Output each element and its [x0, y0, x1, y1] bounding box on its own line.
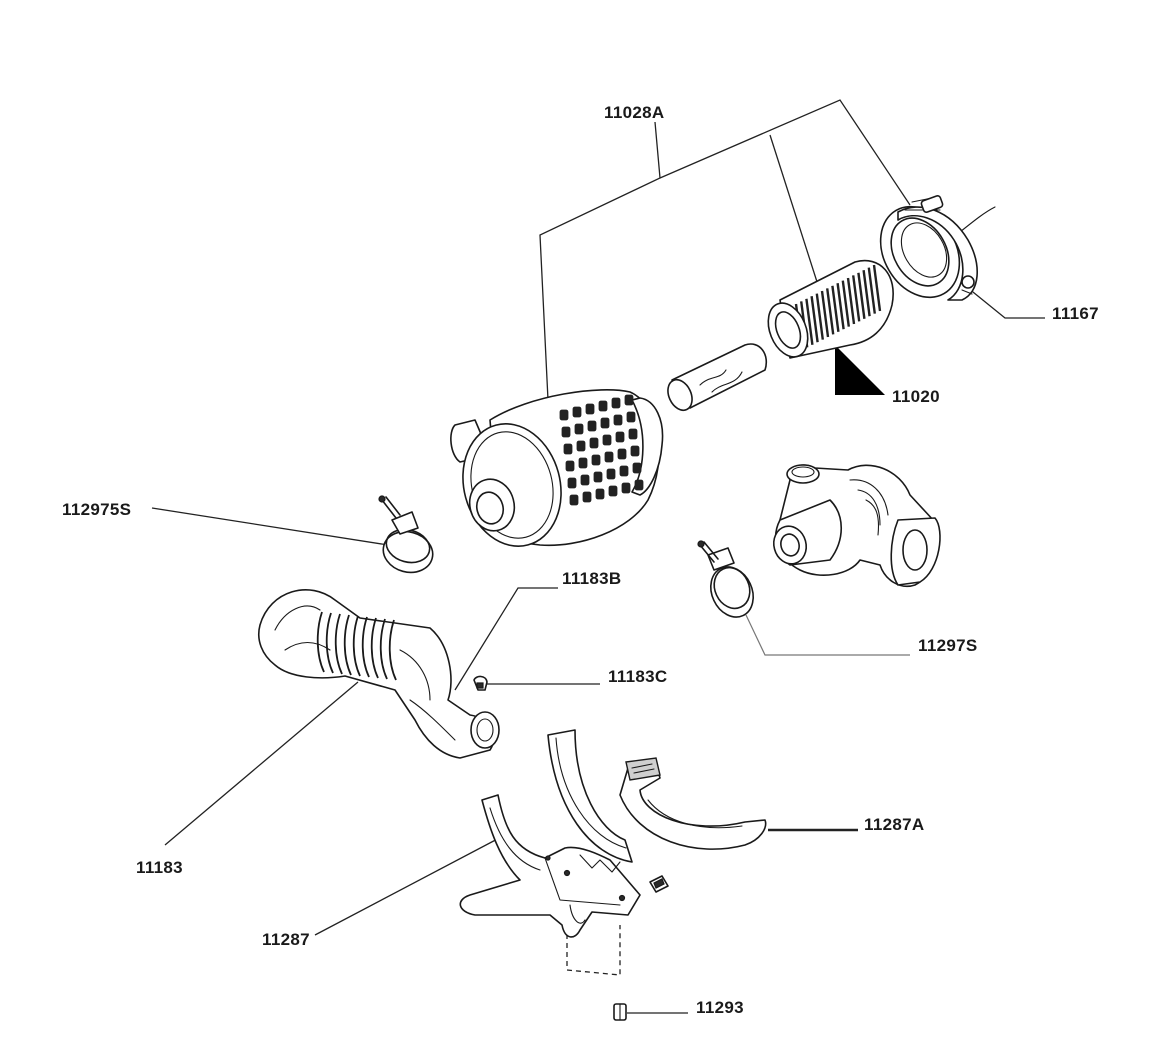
screw-part	[613, 1003, 627, 1021]
leader-lines	[151, 99, 1045, 1014]
clamp-ring-part	[879, 194, 996, 301]
housing-slot	[595, 488, 605, 500]
filter-pleat	[810, 296, 819, 343]
filter-pleat	[846, 277, 856, 325]
housing-slot	[624, 394, 634, 406]
filter-pleat	[805, 298, 814, 345]
housing-slot	[582, 491, 592, 503]
housing-slot	[608, 485, 618, 497]
housing-slot	[613, 414, 623, 426]
callout-labels: 11028A 11167 11020 112975S 11183B 11183C…	[62, 103, 1099, 1017]
housing-slot	[630, 445, 640, 457]
hose-rib	[388, 619, 397, 681]
callout-clamp-ring: 11167	[1052, 304, 1099, 323]
housing-slot	[604, 451, 614, 463]
housing-slot	[602, 434, 612, 446]
turbo-housing-part	[772, 464, 941, 587]
housing-slot	[634, 479, 644, 491]
callout-base-bracket: 11287	[262, 930, 310, 949]
callout-assembly: 11028A	[604, 103, 664, 122]
housing-slot	[559, 409, 569, 421]
housing-slot	[628, 428, 638, 440]
housing-slot	[611, 397, 621, 409]
housing-slot	[632, 462, 642, 474]
turbo-clamp-part	[697, 540, 754, 618]
filter-pleat	[815, 293, 824, 340]
housing-slot	[591, 454, 601, 466]
housing-slot	[617, 448, 627, 460]
housing-slot	[606, 468, 616, 480]
filter-pleat	[841, 280, 850, 327]
filter-pleat	[862, 270, 871, 317]
housing-slot	[574, 423, 584, 435]
callout-clip-b: 11183B	[562, 569, 621, 588]
housing-slot	[615, 431, 625, 443]
air-filter-housing-part	[450, 389, 664, 547]
housing-slot	[593, 471, 603, 483]
callout-strap-bracket: 11287A	[864, 815, 924, 834]
hose-rib	[343, 614, 352, 676]
hose-rib	[334, 613, 343, 675]
filter-pleat	[820, 290, 830, 338]
filter-pleat	[857, 272, 866, 319]
filter-pleat	[826, 288, 835, 335]
housing-slot	[619, 465, 629, 477]
housing-slot	[626, 411, 636, 423]
housing-slot	[561, 426, 571, 438]
base-bracket-part	[459, 794, 669, 938]
small-clip-part	[473, 675, 488, 691]
hose-clamp-left-part	[378, 495, 434, 574]
hose-rib	[352, 615, 361, 677]
housing-slot	[565, 460, 575, 472]
housing-slot	[598, 400, 608, 412]
inner-tube-part	[667, 343, 767, 412]
housing-slot	[572, 406, 582, 418]
housing-slot	[589, 437, 599, 449]
callout-filter-element: 11020	[892, 387, 940, 406]
callout-clip-c: 11183C	[608, 667, 667, 686]
housing-slot	[563, 443, 573, 455]
hose-rib	[361, 616, 370, 678]
intake-hose-part	[258, 589, 500, 759]
callout-turbo-clamp: 11297S	[918, 636, 977, 655]
filter-pleat	[831, 285, 840, 332]
housing-slot	[578, 457, 588, 469]
housing-slot	[585, 403, 595, 415]
filter-pleat	[872, 264, 882, 312]
callout-intake-hose: 11183	[136, 858, 183, 877]
hose-rib	[370, 617, 379, 679]
strap-bracket-part	[547, 729, 767, 863]
housing-slot	[567, 477, 577, 489]
hose-rib	[316, 611, 325, 673]
filter-pleat	[867, 267, 876, 314]
housing-slot	[569, 494, 579, 506]
filter-pleat	[852, 275, 861, 322]
housing-slot	[576, 440, 586, 452]
hose-rib	[379, 618, 388, 680]
filter-element-part	[767, 259, 894, 359]
hose-rib	[325, 612, 334, 674]
housing-slot	[587, 420, 597, 432]
filter-pleat	[836, 283, 845, 330]
callout-screw: 11293	[696, 998, 744, 1017]
housing-slot	[621, 482, 631, 494]
callout-hose-clamp-left: 112975S	[62, 500, 131, 519]
housing-slot	[580, 474, 590, 486]
housing-slot	[600, 417, 610, 429]
